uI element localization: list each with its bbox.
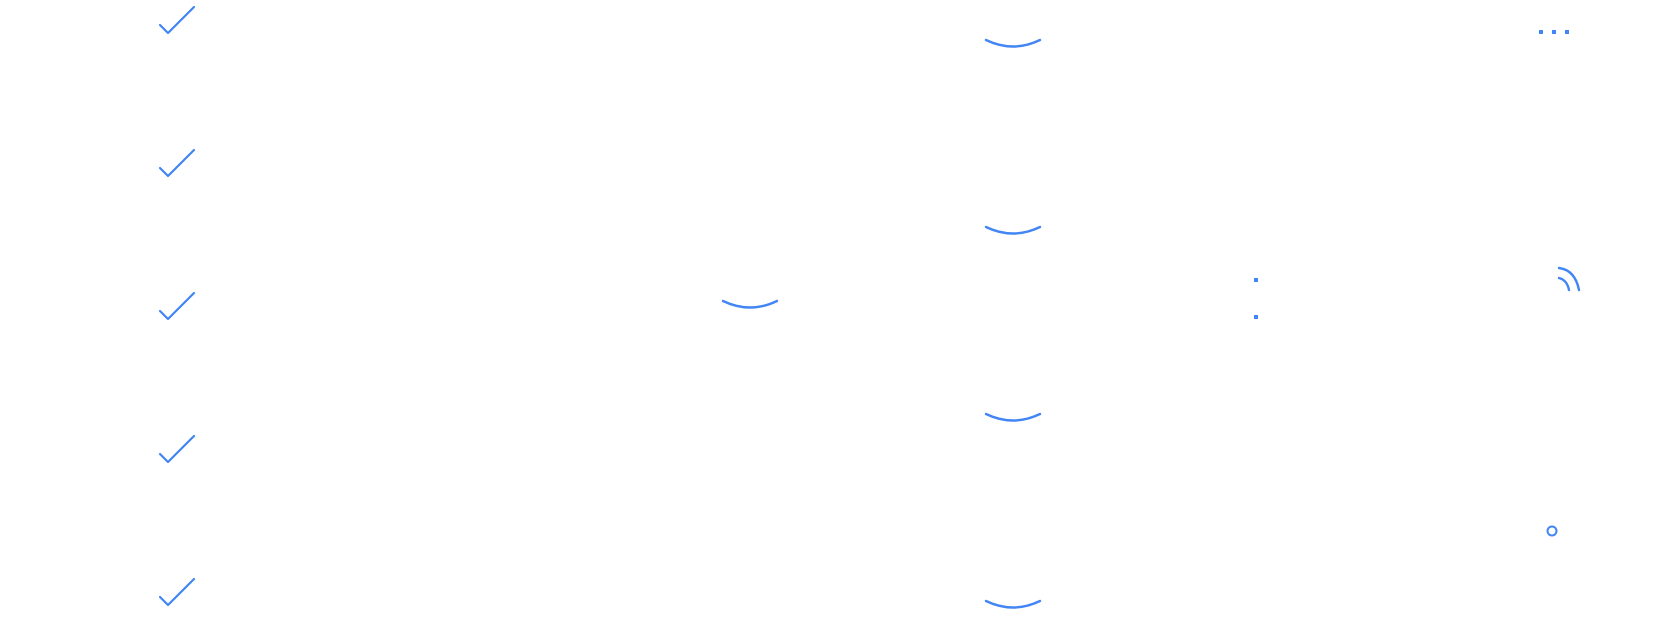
arc-icon <box>984 37 1042 51</box>
more-horizontal-icon[interactable] <box>1537 28 1573 36</box>
checkmark-icon <box>158 291 198 323</box>
checkmark-icon <box>158 434 198 466</box>
checkmark-icon <box>158 5 198 37</box>
arc-icon <box>984 411 1042 425</box>
dot-icon <box>1253 277 1259 283</box>
arc-icon <box>984 598 1042 612</box>
arc-icon <box>721 298 779 312</box>
checkmark-icon <box>158 577 198 609</box>
arc-icon <box>984 224 1042 238</box>
checkmark-icon <box>158 148 198 180</box>
circle-icon <box>1545 524 1559 538</box>
dot-icon <box>1253 314 1259 320</box>
signal-icon <box>1553 264 1585 292</box>
